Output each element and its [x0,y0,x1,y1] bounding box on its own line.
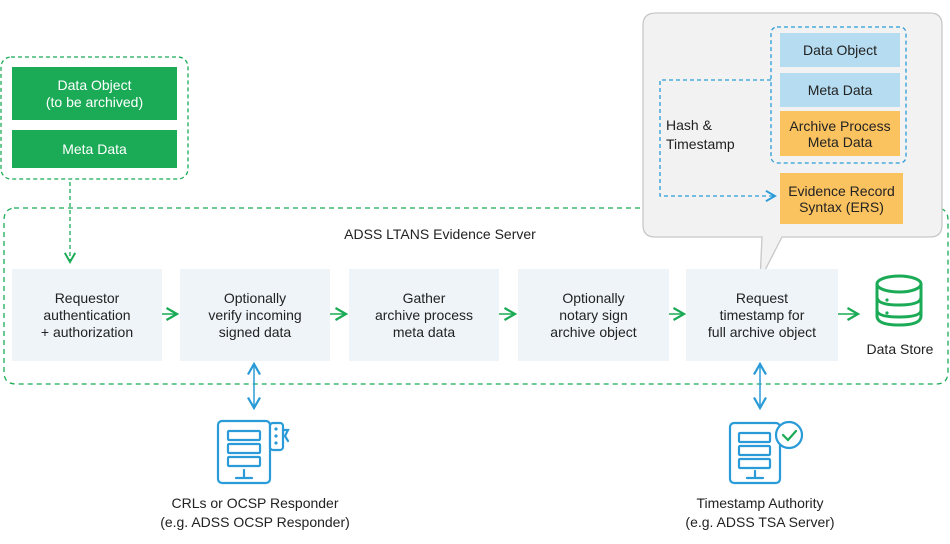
hash-bracket [659,79,777,203]
step-gather: Gather archive process meta data [349,269,499,361]
callout-archive-meta: Archive Process Meta Data [780,111,900,156]
step-notary: Optionally notary sign archive object [518,269,669,361]
data-store-label: Data Store [866,341,934,357]
hash-timestamp-label: Hash & Timestamp [666,117,735,152]
server-frame [3,207,949,385]
input-meta-data: Meta Data [12,130,177,168]
callout-data-object: Data Object [780,33,900,67]
callout-meta-data: Meta Data [780,73,900,107]
input-frame [0,56,189,180]
server-title: ADSS LTANS Evidence Server [344,226,536,242]
callout-ers: Evidence Record Syntax (ERS) [780,173,903,224]
step-verify: Optionally verify incoming signed data [180,269,330,361]
tsa-label: Timestamp Authority (e.g. ADSS TSA Serve… [685,495,835,530]
crl-ocsp-label: CRLs or OCSP Responder (e.g. ADSS OCSP R… [160,495,350,530]
step-timestamp: Request timestamp for full archive objec… [686,269,838,361]
input-data-object: Data Object (to be archived) [12,67,177,120]
step-auth: Requestor authentication + authorization [12,269,162,361]
